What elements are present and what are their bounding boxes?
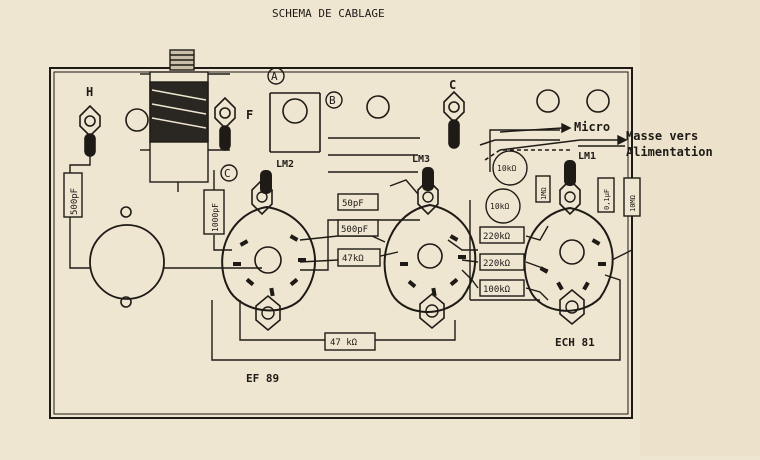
masse-label-line1: Masse vers bbox=[626, 129, 698, 143]
svg-text:220kΩ: 220kΩ bbox=[483, 259, 511, 269]
resistor-100k: 100kΩ bbox=[479, 279, 525, 297]
output-arrows bbox=[499, 122, 628, 146]
tube-socket-ech81 bbox=[523, 160, 614, 326]
resistor-1m: 1MΩ bbox=[535, 175, 551, 203]
masse-label-line2: Alimentation bbox=[626, 145, 713, 159]
resistor-10mohm: 10MΩ bbox=[623, 177, 641, 217]
svg-text:500pF: 500pF bbox=[70, 188, 80, 215]
resistor-10k-b: 10kΩ bbox=[485, 188, 521, 224]
terminal-lugs bbox=[79, 90, 465, 157]
svg-text:10kΩ: 10kΩ bbox=[497, 164, 516, 173]
point-c-circle-label: C bbox=[224, 167, 231, 180]
svg-text:100kΩ: 100kΩ bbox=[483, 285, 511, 295]
svg-text:1000pF: 1000pF bbox=[211, 203, 220, 232]
svg-text:500pF: 500pF bbox=[341, 225, 368, 235]
tube-socket-ef89 bbox=[221, 170, 316, 332]
tube-label-ech81: ECH 81 bbox=[555, 336, 595, 349]
resistor-220k-b: 220kΩ bbox=[479, 253, 525, 271]
diagram-title: SCHEMA DE CABLAGE bbox=[272, 7, 385, 20]
resistor-47k-a: 47kΩ bbox=[337, 248, 381, 267]
tube-label-ef89: EF 89 bbox=[246, 372, 279, 385]
capacitor-500pf: 500pF bbox=[63, 172, 83, 218]
point-h-label: H bbox=[86, 85, 93, 99]
capacitor-1000pf: 1000pF bbox=[203, 189, 225, 235]
tube-label-lm1: LM1 bbox=[578, 151, 596, 162]
point-a-label: A bbox=[271, 70, 278, 83]
capacitor-500pf-b: 500pF bbox=[337, 219, 379, 237]
svg-text:220kΩ: 220kΩ bbox=[483, 232, 511, 242]
point-c-label: C bbox=[449, 78, 456, 92]
point-f-label: F bbox=[246, 108, 253, 122]
capacitor-01uf: 0,1μF bbox=[597, 177, 615, 213]
svg-text:10kΩ: 10kΩ bbox=[490, 202, 509, 211]
capacitor-50pf: 50pF bbox=[337, 193, 379, 211]
resistor-220k-a: 220kΩ bbox=[479, 226, 525, 244]
point-b-label: B bbox=[329, 94, 336, 107]
svg-text:1MΩ: 1MΩ bbox=[540, 187, 548, 200]
micro-label: Micro bbox=[574, 120, 610, 134]
svg-text:47kΩ: 47kΩ bbox=[342, 254, 364, 264]
tube-label-lm2: LM2 bbox=[276, 159, 294, 170]
resistor-10k-a: 10kΩ bbox=[492, 150, 528, 186]
svg-text:0,1μF: 0,1μF bbox=[603, 189, 611, 210]
bus-lines bbox=[269, 92, 625, 173]
svg-text:47 kΩ: 47 kΩ bbox=[330, 338, 358, 348]
svg-text:50pF: 50pF bbox=[342, 199, 364, 209]
coil-assembly bbox=[140, 49, 230, 192]
mounting-holes bbox=[89, 89, 610, 308]
tube-socket-lm3 bbox=[383, 167, 477, 330]
resistor-47k-b: 47 kΩ bbox=[324, 332, 376, 351]
point-markers: A B C H F C bbox=[86, 67, 456, 182]
svg-text:10MΩ: 10MΩ bbox=[629, 195, 637, 212]
tube-label-lm3: LM3 bbox=[412, 154, 430, 165]
